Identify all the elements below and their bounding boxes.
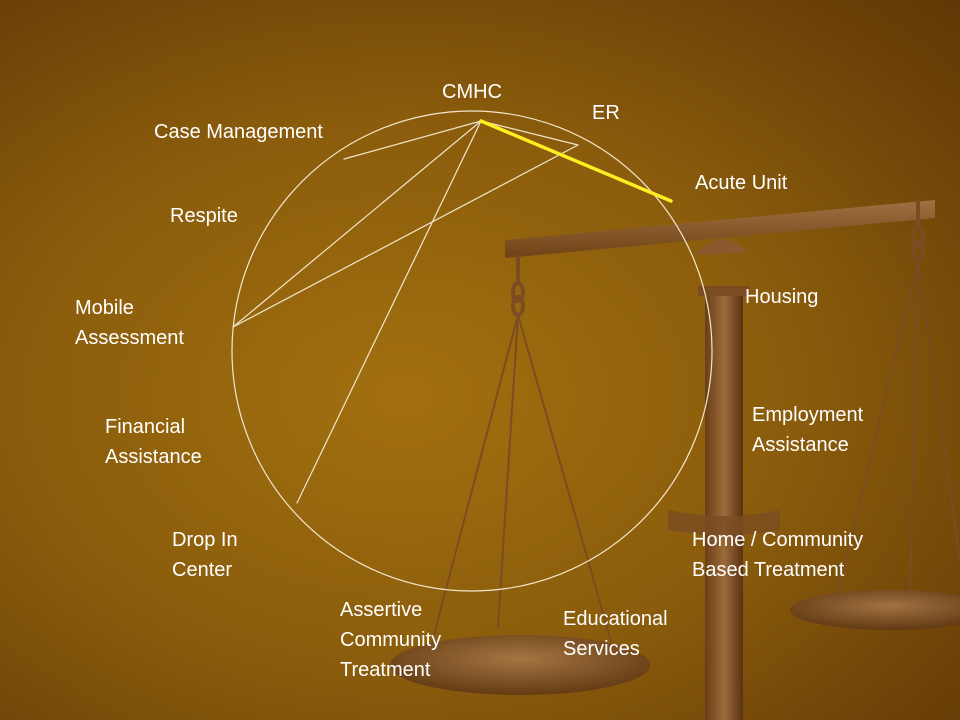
node-label-line: ER: [592, 102, 620, 124]
node-label-line: Employment: [752, 404, 864, 426]
scale-pivot: [695, 239, 748, 255]
node-label-line: Mobile: [75, 297, 134, 319]
node-label-line: Assertive: [340, 599, 423, 621]
connection-lines: [232, 119, 673, 504]
node-acute-unit: Acute Unit: [695, 168, 787, 198]
highlight-edge-cmhc-acute-unit: [479, 119, 673, 203]
node-label-line: Assessment: [75, 327, 184, 349]
node-label-line: Assistance: [105, 446, 202, 468]
node-label-line: Acute Unit: [695, 172, 788, 194]
right-pan-strings: [837, 259, 960, 596]
node-label-line: Home / Community: [692, 529, 864, 551]
node-label-line: Treatment: [340, 659, 431, 681]
edge-cmhc-mobile-assessment: [232, 120, 482, 328]
node-label-line: Community: [340, 629, 442, 651]
left-pan: [390, 635, 650, 695]
scale-beam: [505, 200, 935, 258]
left-pan-strings: [429, 314, 616, 656]
edge-cmhc-drop-in-center: [296, 120, 482, 504]
node-label-line: Assistance: [752, 434, 849, 456]
node-drop-in-center: Drop In Center: [172, 525, 238, 585]
right-hanger: [911, 200, 925, 261]
edge-er-mobile-assessment: [232, 144, 579, 328]
node-label-line: Housing: [745, 286, 819, 308]
service-circle: [231, 110, 713, 592]
node-label-line: Financial: [105, 416, 186, 438]
node-label-line: Educational: [563, 608, 668, 630]
node-label-line: Based Treatment: [692, 559, 845, 581]
node-label-line: Services: [563, 638, 640, 660]
node-respite: Respite: [170, 201, 238, 231]
right-pan: [790, 590, 960, 630]
node-label-line: Center: [172, 559, 233, 581]
node-cmhc: CMHC: [442, 77, 502, 107]
edge-cmhc-case-management: [343, 120, 482, 160]
edge-cmhc-er: [480, 120, 579, 146]
node-label-line: Respite: [170, 205, 238, 227]
node-housing: Housing: [745, 282, 818, 312]
node-er: ER: [592, 98, 620, 128]
node-label-line: Drop In: [172, 529, 238, 551]
node-label-line: CMHC: [442, 81, 502, 103]
node-label-line: Case Management: [154, 121, 323, 143]
node-case-management: Case Management: [154, 117, 323, 147]
